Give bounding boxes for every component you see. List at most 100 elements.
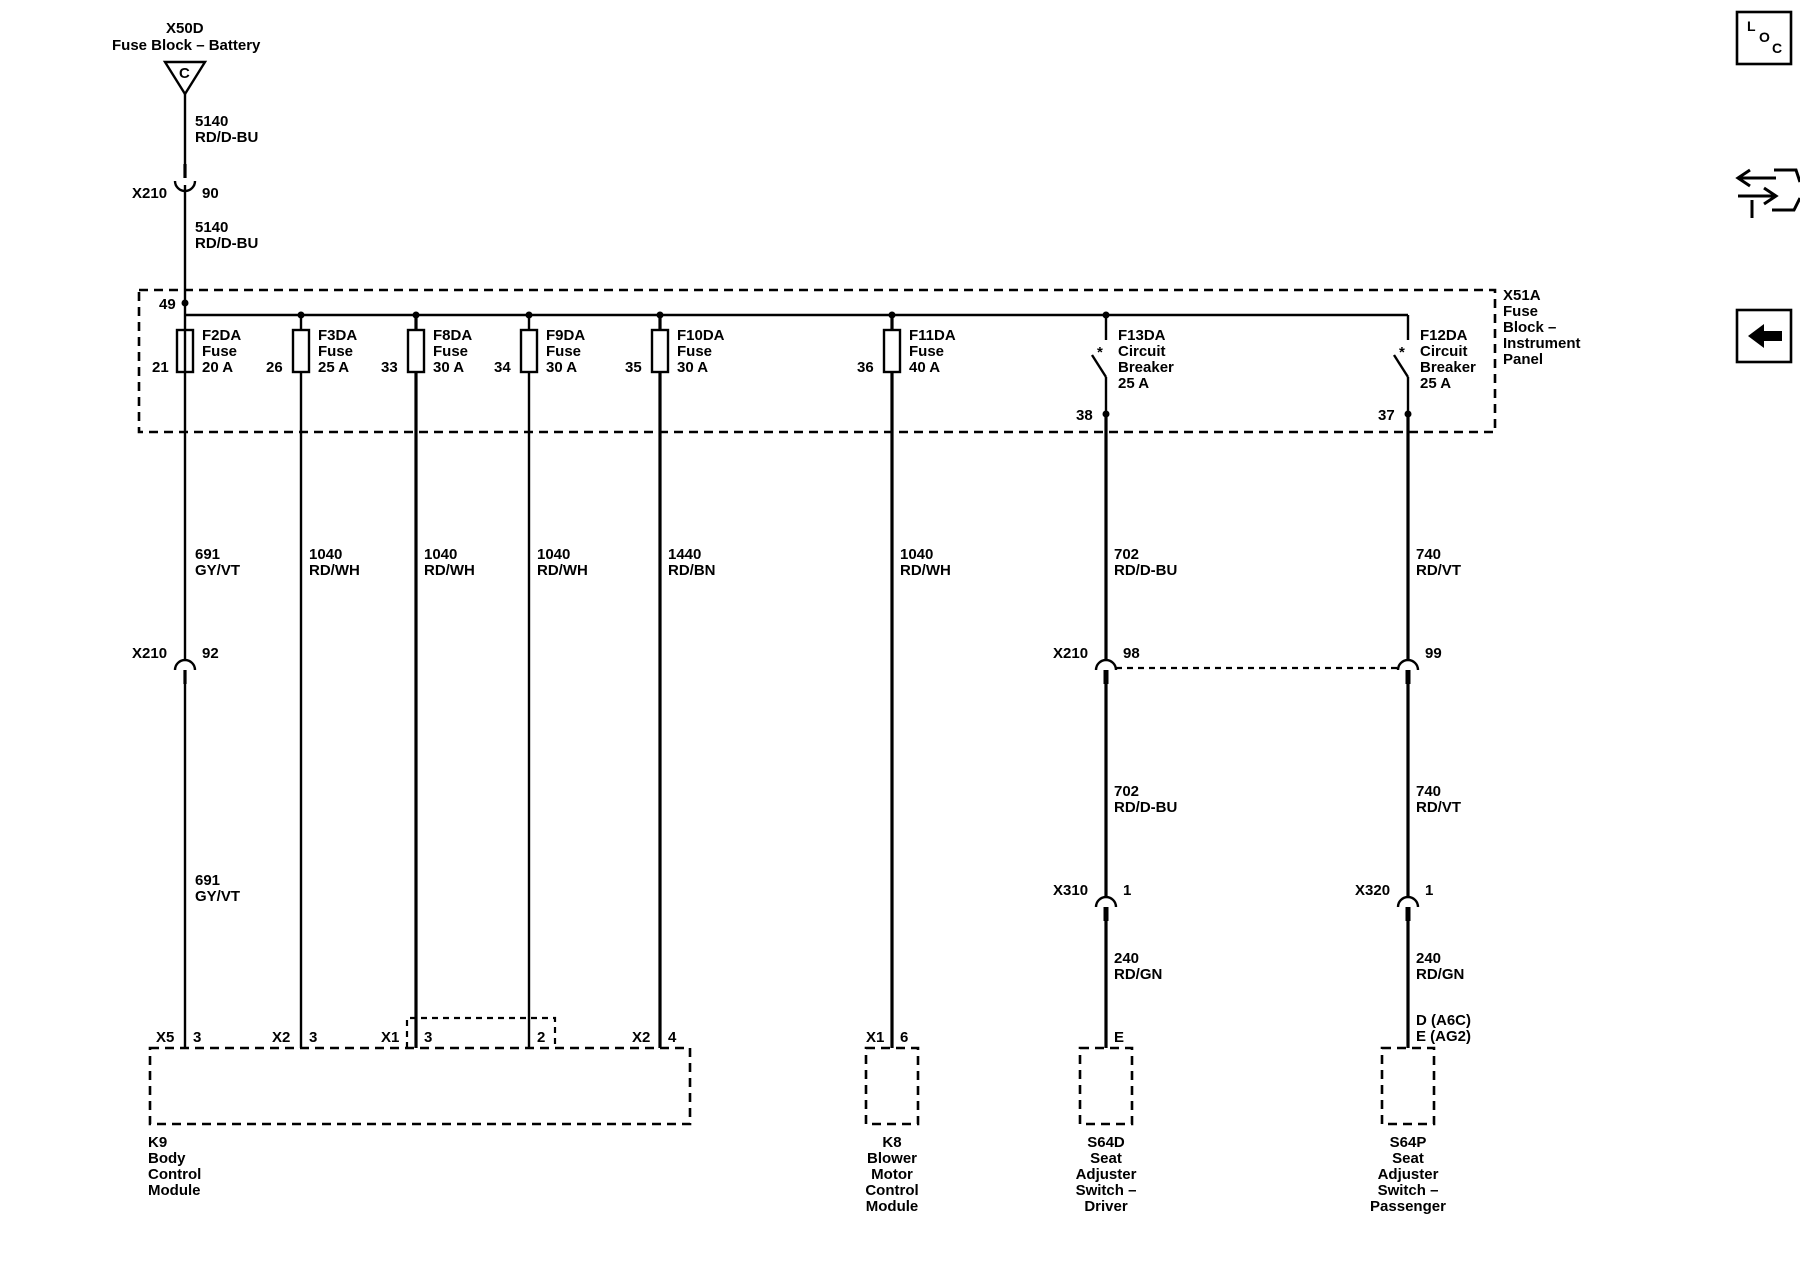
fuse-f2da-pin: 21 [152,359,169,376]
inline-x310-pin-num: 1 [1123,882,1131,899]
inline-x320-connector: X320 [1355,882,1390,899]
x1-shared-bracket [405,1016,557,1048]
module-k8-line2: Motor [871,1166,913,1183]
fuse-f10da-id: F10DA [677,327,725,344]
module-k9-line1: Body [148,1150,186,1167]
connector-swap-icon [1735,168,1800,218]
breaker-f13da-rating: 25 A [1118,375,1149,392]
wire-691-circuit: 691 [195,546,220,563]
module-k9-id: K9 [148,1134,167,1151]
wire-740-lower-color: RD/VT [1416,799,1461,816]
module-k8-id: K8 [882,1134,901,1151]
fuse-block-line1: Fuse [1503,303,1538,320]
terminal-x2b-connector: X2 [632,1029,650,1046]
terminal-e-pin: E [1114,1029,1124,1046]
inline-x320: X320 1 [1355,882,1433,921]
module-s64p-line3: Switch – [1378,1182,1439,1199]
inline-x210-98-arc [1094,658,1118,671]
inline-x210-90-pin: 90 [202,185,219,202]
wire-240-pass-circuit: 240 [1416,950,1441,967]
fuse-f3da-type: Fuse [318,343,353,360]
breaker-f13da: * F13DA Circuit Breaker 25 A 38 [1076,311,1174,1048]
inline-x210-99-arc [1396,658,1420,671]
source-connector-id: X50D [166,20,204,37]
wire-740-color: RD/VT [1416,562,1461,579]
fuse-f2da-id: F2DA [202,327,241,344]
wire-1040-b-circuit: 1040 [424,546,457,563]
terminal-pin2: 2 [537,1029,545,1046]
source-connector-name: Fuse Block – Battery [112,37,261,54]
breaker-f12da-id: F12DA [1420,327,1468,344]
wire-740-lower-circuit: 740 [1416,783,1441,800]
wire-702-color: RD/D-BU [1114,562,1177,579]
fuse-f3da-id: F3DA [318,327,357,344]
inline-x320-pin-num: 1 [1425,882,1433,899]
fuse-f3da-body [291,328,311,374]
module-k9-line3: Module [148,1182,201,1199]
back-button[interactable] [1735,308,1793,364]
wire-1040-c-color: RD/WH [537,562,588,579]
inline-x320-arc [1396,895,1420,908]
inline-x210-98-connector: X210 [1053,645,1088,662]
module-k9-box [148,1046,692,1126]
terminal-x5-connector: X5 [156,1029,174,1046]
breaker-f12da-contact [1392,354,1410,378]
fuse-block-line3: Instrument [1503,335,1581,352]
wire-5140-top-color: RD/D-BU [195,129,258,146]
wire-691-lower-color: GY/VT [195,888,240,905]
fuse-block-line4: Panel [1503,351,1543,368]
fuse-f9da-id: F9DA [546,327,585,344]
fuse-f3da-rating: 25 A [318,359,349,376]
module-s64d-box [1078,1046,1134,1126]
wire-702-circuit: 702 [1114,546,1139,563]
module-s64p-line2: Adjuster [1378,1166,1439,1183]
breaker-f13da-contact [1090,354,1108,378]
module-k9-line2: Control [148,1166,201,1183]
wire-702-lower-color: RD/D-BU [1114,799,1177,816]
fuse-f10da: F10DA Fuse 30 A 35 [625,311,725,1048]
wire-1040-a-circuit: 1040 [309,546,342,563]
source-connector: X50D Fuse Block – Battery C [112,20,261,97]
module-terminal-labels: X5 3 X2 3 X1 3 2 X2 4 X1 6 E D (A6C) E (… [156,1012,1471,1046]
location-button[interactable]: L O C [1735,10,1793,66]
terminal-x1b-pin: 6 [900,1029,908,1046]
module-k8-line1: Blower [867,1150,917,1167]
module-k8-line4: Module [866,1198,919,1215]
fuse-f8da-pin: 33 [381,359,398,376]
module-k8-label: K8 Blower Motor Control Module [865,1134,918,1215]
breaker-f12da-rating: 25 A [1420,375,1451,392]
fuse-f3da: F3DA Fuse 25 A 26 [266,311,357,1048]
module-k9-label: K9 Body Control Module [148,1134,201,1199]
wire-5140-lower-circuit: 5140 [195,219,228,236]
inline-x210-92-pin-num: 92 [202,645,219,662]
fuse-f10da-rating: 30 A [677,359,708,376]
terminal-x1a-connector: X1 [381,1029,399,1046]
wire-5140-lower-color: RD/D-BU [195,235,258,252]
terminal-x2b-pin: 4 [668,1029,677,1046]
wire-240-driver-circuit: 240 [1114,950,1139,967]
module-s64d-line4: Driver [1084,1198,1128,1215]
fuse-f11da-rating: 40 A [909,359,940,376]
fuse-block-label: X51A Fuse Block – Instrument Panel [1503,287,1581,368]
loc-letter-c: C [1772,40,1782,56]
module-k8-line3: Control [865,1182,918,1199]
connector-swap-button[interactable] [1735,168,1800,218]
fuse-block-input-pin: 49 [159,296,176,313]
fuse-f11da-body [882,328,902,374]
inline-x210-98: X210 98 [1053,645,1140,684]
fuse-f10da-pin: 35 [625,359,642,376]
terminal-x5-pin: 3 [193,1029,201,1046]
fuse-f9da-type: Fuse [546,343,581,360]
fuse-f10da-type: Fuse [677,343,712,360]
module-s64d-line3: Switch – [1076,1182,1137,1199]
fuse-f11da-id: F11DA [909,327,956,344]
wire-1040-c-circuit: 1040 [537,546,570,563]
wire-702-lower-circuit: 702 [1114,783,1139,800]
fuse-f8da-type: Fuse [433,343,468,360]
fuse-block-line2: Block – [1503,319,1556,336]
breaker-f12da: * F12DA Circuit Breaker 25 A 37 [1378,315,1476,1048]
inline-x210-90-connector: X210 [132,185,167,202]
terminal-x1a-pin: 3 [424,1029,432,1046]
breaker-f12da-line1: Circuit [1420,343,1468,360]
